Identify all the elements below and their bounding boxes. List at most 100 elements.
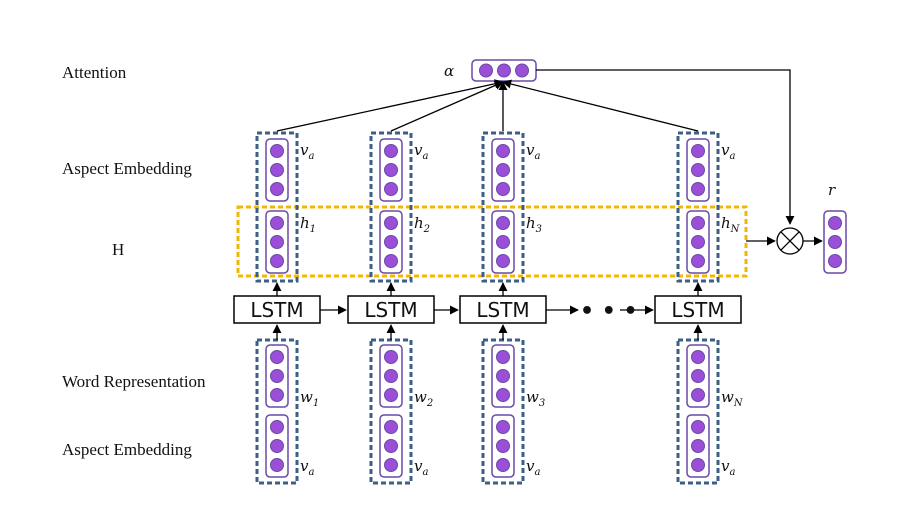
hidden-label-base: h [300,214,310,232]
vector-node [270,350,284,364]
aspect-bottom-label-base: v [721,457,730,475]
aspect-bottom-label-sub: a [422,467,428,478]
aspect-embedding-top-vector-box [379,138,403,202]
vector-node [691,144,705,158]
vector-node [496,369,510,383]
aspect-bottom-label-base: v [300,457,309,475]
aspect-embedding-bottom-vector [491,414,515,478]
aspect-top-label: va [300,141,314,162]
upper-dashed-box [369,131,413,283]
aspect-bottom-label-sub: a [308,467,314,478]
lstm-label: LSTM [364,298,417,322]
vector-node [496,388,510,402]
column-to-attention-arrow [276,79,504,132]
lstm-label: LSTM [671,298,724,322]
vector-node [496,350,510,364]
vector-node [691,254,705,268]
vector-node [691,163,705,177]
vector-node [691,458,705,472]
output-node [828,254,842,268]
aspect-top-label: va [721,141,735,162]
aspect-top-label-base: v [526,141,535,159]
vector-node [691,350,705,364]
hidden-label-base: h [414,214,424,232]
multiply-cross [780,231,800,251]
aspect-bottom-label: va [300,457,314,478]
attention-arrows [276,79,699,132]
vector-node [270,254,284,268]
aspect-bottom-label: va [526,457,540,478]
vector-node [384,182,398,196]
hidden-vector-box [265,210,289,274]
aspect-bottom-label-sub: a [534,467,540,478]
word-label-base: w [526,388,539,406]
hidden-vector-box [686,210,710,274]
vector-node [384,350,398,364]
aspect-embedding-top-vector [686,138,710,202]
word-vector [491,344,515,408]
lstm-box [459,295,547,324]
lstm-cell-3: LSTM [459,295,547,324]
lstm-chain: LSTM LSTM LSTM LSTM [233,295,742,324]
lstm-label: LSTM [476,298,529,322]
vector-node [496,254,510,268]
word-vector [686,344,710,408]
aspect-bottom-label: va [721,457,735,478]
vector-node [496,235,510,249]
hidden-label: hN [721,214,741,235]
aspect-embedding-top-vector-box [491,138,515,202]
attention-node [479,63,493,78]
aspect-embedding-bottom-vector-box [379,414,403,478]
lstm-box [654,295,742,324]
aspect-top-label-base: v [414,141,423,159]
hidden-label-base: h [721,214,731,232]
row-label-attention: Attention [62,63,127,82]
lstm-cell-2: LSTM [347,295,435,324]
row-label-word-representation: Word Representation [62,372,206,391]
hidden-label: h3 [526,214,542,235]
aspect-embedding-bottom-vector-box [265,414,289,478]
lstm-cell-4: LSTM [654,295,742,324]
upper-dashed-box [481,131,525,283]
hidden-label-sub: 1 [310,224,316,235]
aspect-embedding-top-vector [265,138,289,202]
attention-node [497,63,511,78]
vector-node [384,420,398,434]
word-vector-box [265,344,289,408]
word-label: w1 [300,388,319,409]
hidden-label-sub: N [730,224,741,235]
vector-node [270,420,284,434]
lstm-label: LSTM [250,298,303,322]
word-label-sub: 3 [539,398,545,409]
word-vector [265,344,289,408]
word-vector-box [686,344,710,408]
vector-node [496,458,510,472]
word-vector [379,344,403,408]
lstm-ellipsis: • • • [580,299,638,324]
vector-node [270,216,284,230]
aspect-top-label-sub: a [422,151,428,162]
hidden-label-base: h [526,214,536,232]
vector-node [384,388,398,402]
word-vector-box [491,344,515,408]
vector-node [270,388,284,402]
hidden-vector-box [491,210,515,274]
aspect-embedding-bottom-vector-box [686,414,710,478]
vector-node [691,216,705,230]
aspect-embedding-bottom-vector [379,414,403,478]
aspect-bottom-label-base: v [526,457,535,475]
word-label-base: w [721,388,734,406]
vector-node [384,144,398,158]
word-label-base: w [300,388,313,406]
vector-node [384,163,398,177]
aspect-top-label: va [414,141,428,162]
aspect-embedding-bottom-vector [265,414,289,478]
vector-node [270,182,284,196]
vector-node [496,439,510,453]
vector-node [496,216,510,230]
word-label-base: w [414,388,427,406]
